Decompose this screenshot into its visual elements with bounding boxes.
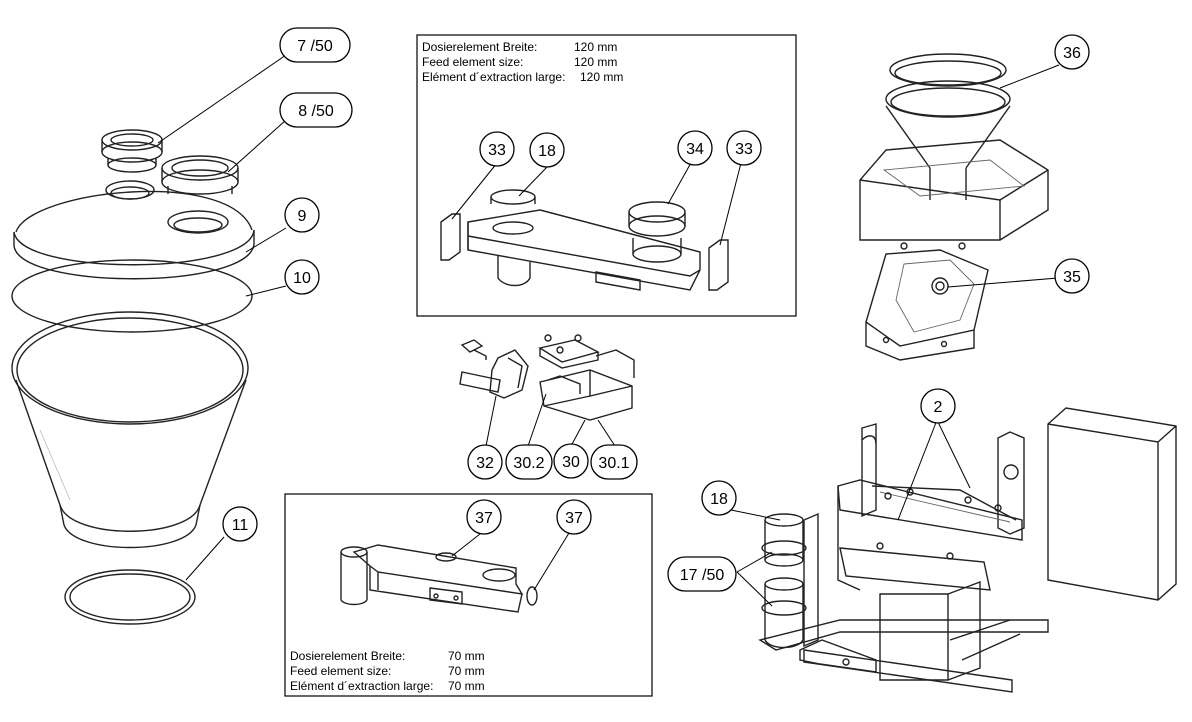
callout-11: 11 xyxy=(232,517,249,534)
part-8-ring xyxy=(161,155,239,195)
stand-frame xyxy=(758,407,1177,693)
callout-labels: 7 /50 8 /50 9 10 11 33 18 34 33 36 35 32… xyxy=(232,38,1081,584)
callout-8: 8 /50 xyxy=(298,103,334,120)
callout-37-right: 37 xyxy=(565,510,583,527)
callout-32: 32 xyxy=(476,455,494,472)
spec-value: 120 mm xyxy=(580,70,624,84)
callout-30-2: 30.2 xyxy=(513,455,544,472)
part-10-gasket xyxy=(11,259,253,333)
spec-text-120: Dosierelement Breite: 120 mm Feed elemen… xyxy=(422,40,623,85)
callout-36: 36 xyxy=(1063,45,1081,62)
part-7-ring xyxy=(101,129,163,173)
control-cabinet xyxy=(1047,407,1177,601)
upper-drive-unit xyxy=(859,53,1049,361)
spec-label: Feed element size: xyxy=(290,664,392,678)
hopper-assembly xyxy=(11,129,255,625)
callout-18-bottom: 18 xyxy=(710,491,728,508)
callout-37-left: 37 xyxy=(475,510,493,527)
callout-30-1: 30.1 xyxy=(598,455,629,472)
spec-value: 70 mm xyxy=(448,679,485,693)
callout-7: 7 /50 xyxy=(297,38,333,55)
spec-label: Feed element size: xyxy=(422,55,524,69)
callout-33-right: 33 xyxy=(735,141,753,158)
spec-value: 120 mm xyxy=(574,55,618,69)
callout-30: 30 xyxy=(562,454,580,471)
callout-circles xyxy=(222,27,1090,592)
callout-17: 17 /50 xyxy=(680,567,725,584)
spec-row: Feed element size: 70 mm xyxy=(290,664,485,679)
spec-row: Feed element size: 120 mm xyxy=(422,55,617,70)
spec-label: Elément d´extraction large: xyxy=(422,70,566,84)
callout-10: 10 xyxy=(293,270,311,287)
callout-2: 2 xyxy=(934,399,943,416)
spec-row: Elément d´extraction large: 120 mm xyxy=(422,70,623,85)
motor-bracket-parts xyxy=(459,334,635,421)
feed-element-70-frame xyxy=(284,493,653,697)
hopper-cone xyxy=(11,311,249,549)
spec-value: 70 mm xyxy=(448,649,485,663)
callout-18-top: 18 xyxy=(538,143,556,160)
spec-label: Dosierelement Breite: xyxy=(290,649,406,663)
feed-element-120-frame xyxy=(416,34,797,317)
part-9-lid xyxy=(13,180,255,280)
part-11-ring xyxy=(64,569,196,625)
spec-row: Dosierelement Breite: 120 mm xyxy=(422,40,617,55)
spec-row: Elément d´extraction large: 70 mm xyxy=(290,679,485,694)
spec-row: Dosierelement Breite: 70 mm xyxy=(290,649,485,664)
feed-element-70 xyxy=(340,544,538,613)
spec-text-70: Dosierelement Breite: 70 mm Feed element… xyxy=(290,649,485,694)
callout-35: 35 xyxy=(1063,269,1081,286)
callout-33-left: 33 xyxy=(488,142,506,159)
callout-34: 34 xyxy=(686,141,704,158)
spec-label: Dosierelement Breite: xyxy=(422,40,538,54)
callout-9: 9 xyxy=(298,208,307,225)
spec-label: Elément d´extraction large: xyxy=(290,679,434,693)
feed-element-120 xyxy=(440,189,729,291)
leader-lines xyxy=(157,54,1060,607)
spec-value: 120 mm xyxy=(574,40,618,54)
spec-value: 70 mm xyxy=(448,664,485,678)
